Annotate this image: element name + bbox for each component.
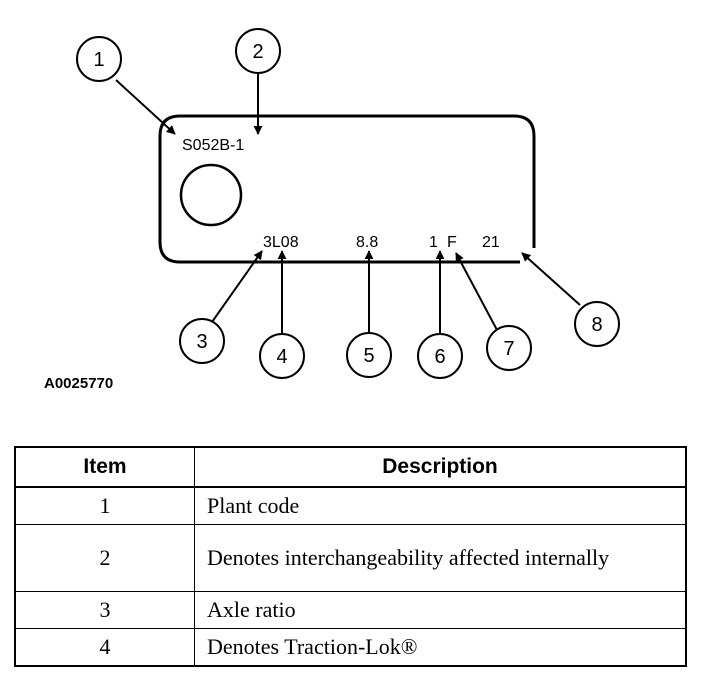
tag-code-b: F	[447, 234, 457, 251]
callout-5: 5	[346, 332, 392, 378]
legend-table: Item Description 1 Plant code 2 Denotes …	[14, 446, 687, 667]
svg-text:2: 2	[252, 41, 263, 63]
callout-4: 4	[259, 333, 305, 379]
table-row: 4 Denotes Traction-Lok®	[14, 628, 687, 667]
figure-code: A0025770	[44, 375, 113, 392]
svg-text:3: 3	[196, 331, 207, 353]
tag-mounting-hole	[179, 163, 243, 227]
row-description: Plant code	[194, 486, 687, 525]
tag-code-c: 21	[482, 234, 500, 251]
leader-arrow-1	[115, 79, 176, 135]
svg-text:5: 5	[363, 345, 374, 367]
callout-7: 7	[486, 325, 532, 371]
callout-6: 6	[417, 333, 463, 379]
callout-3: 3	[179, 318, 225, 364]
axle-tag-diagram: S052B-1 3L08 8.8 1 F 21 1 2 3 4 5 6 7 8	[44, 28, 620, 392]
legend-header-row: Item Description	[14, 446, 687, 488]
tag-code-a: 1	[429, 234, 438, 251]
row-item: 2	[14, 524, 195, 592]
leader-arrow-3	[211, 250, 263, 323]
tag-ring-size: 8.8	[356, 234, 378, 251]
tag-outline	[158, 114, 536, 264]
row-description: Denotes interchangeability affected inte…	[194, 524, 687, 592]
svg-text:4: 4	[276, 346, 287, 368]
svg-text:8: 8	[591, 314, 602, 336]
table-row: 1 Plant code	[14, 486, 687, 525]
svg-text:6: 6	[434, 346, 445, 368]
callout-2: 2	[235, 28, 281, 74]
table-row: 3 Axle ratio	[14, 591, 687, 629]
callout-1: 1	[76, 36, 122, 82]
row-item: 1	[14, 486, 195, 525]
leader-arrow-8	[521, 252, 581, 306]
leader-arrow-7	[455, 252, 498, 331]
row-item: 3	[14, 591, 195, 629]
table-row: 2 Denotes interchangeability affected in…	[14, 524, 687, 592]
row-description: Axle ratio	[194, 591, 687, 629]
tag-ratio-code: 3L08	[263, 234, 299, 251]
row-item: 4	[14, 628, 195, 667]
callout-8: 8	[574, 301, 620, 347]
tag-part-number: S052B-1	[182, 137, 244, 154]
header-item: Item	[14, 446, 195, 488]
svg-text:7: 7	[503, 338, 514, 360]
header-description: Description	[194, 446, 687, 488]
svg-text:1: 1	[93, 49, 104, 71]
row-description: Denotes Traction-Lok®	[194, 628, 687, 667]
